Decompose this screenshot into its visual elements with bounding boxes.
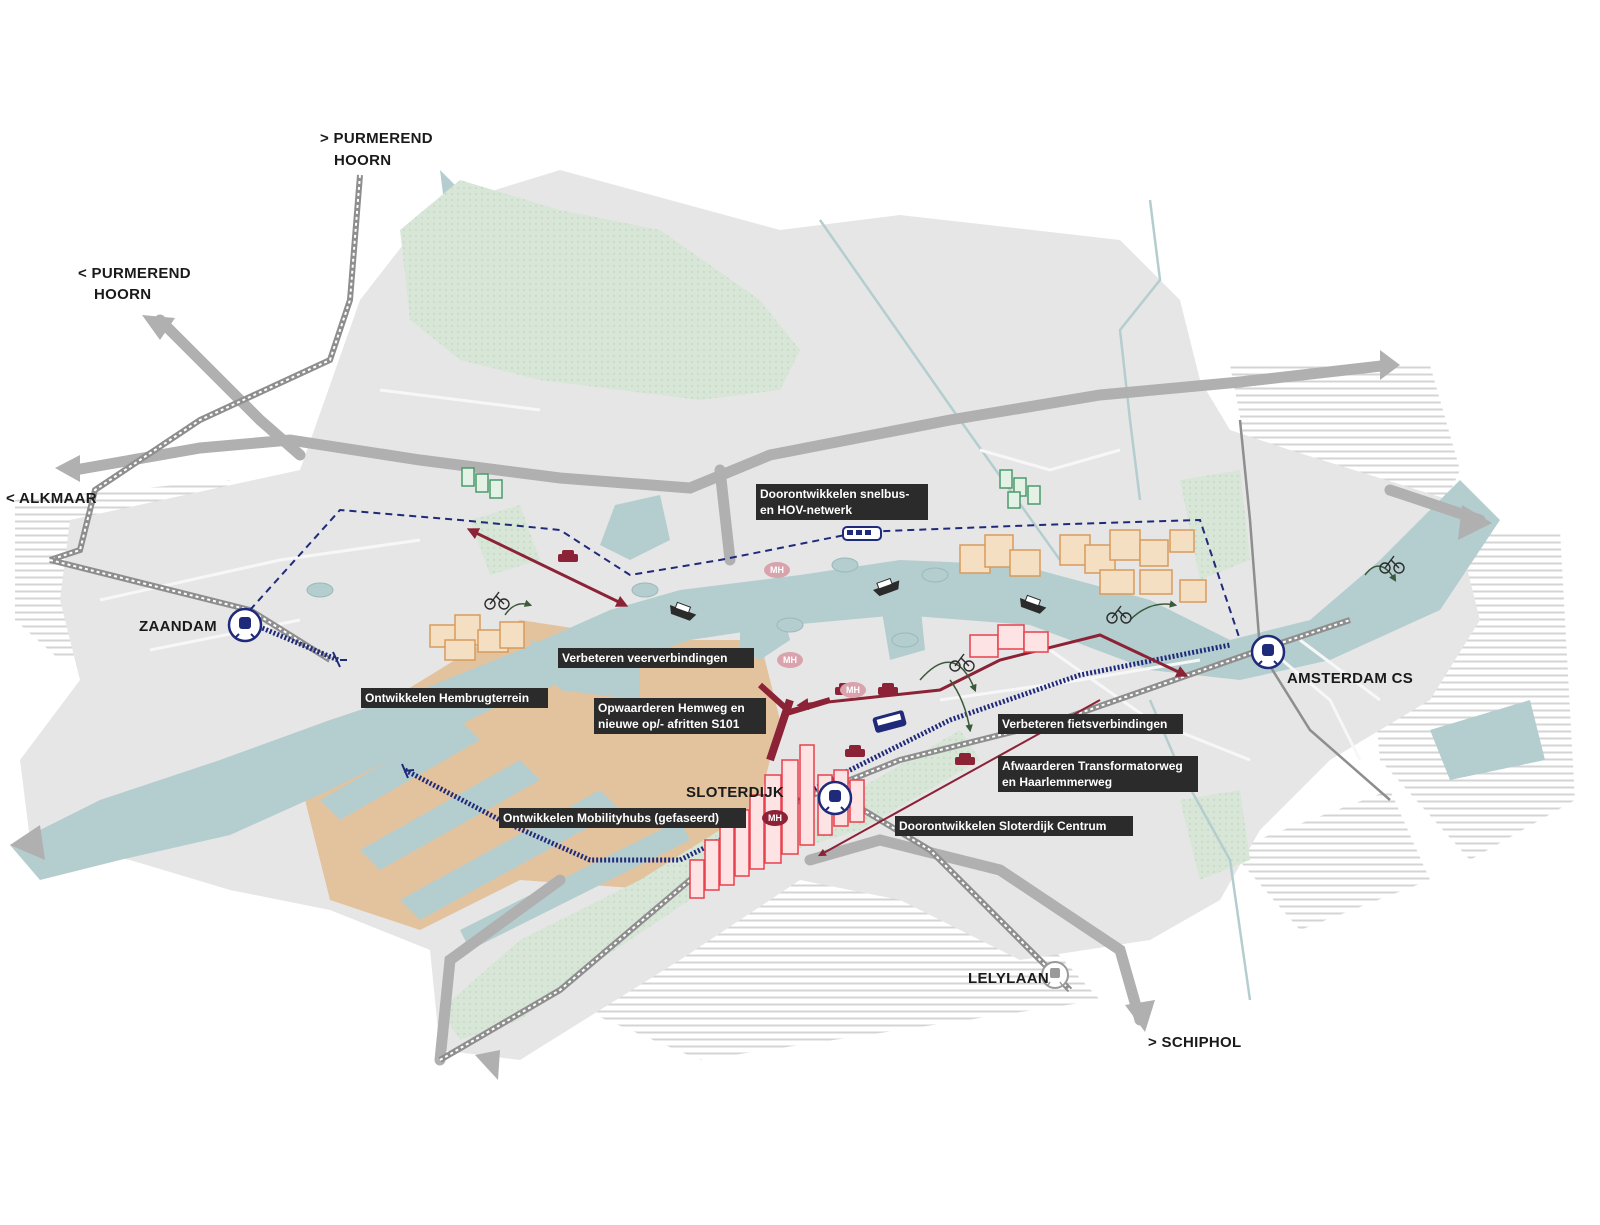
bike-icon: [949, 653, 975, 672]
place-schiphol: > SCHIPHOL: [1148, 1034, 1241, 1051]
svg-text:MH: MH: [846, 685, 860, 695]
svg-text:Verbeteren veerverbindingen: Verbeteren veerverbindingen: [562, 651, 727, 665]
bike-icon: [1379, 555, 1405, 574]
road-arrowheads: [10, 315, 1492, 1080]
bike-icon: [1106, 605, 1132, 624]
green-building-clusters: [461, 467, 1041, 509]
place-purmerend-top: > PURMEREND: [320, 130, 433, 147]
train-station-icon-sloterdijk: [817, 780, 853, 816]
svg-text:Doorontwikkelen Sloterdijk Cen: Doorontwikkelen Sloterdijk Centrum: [899, 819, 1106, 833]
label-hov: Doorontwikkelen snelbus- en HOV-netwerk: [756, 484, 928, 520]
label-veer: Verbeteren veerverbindingen: [558, 648, 754, 668]
car-icon: [558, 550, 578, 562]
label-fiets: Verbeteren fietsverbindingen: [998, 714, 1183, 734]
mobility-hub-marker: MH: [764, 562, 790, 578]
building-block-icon: [429, 614, 525, 661]
building-block-icon: [959, 529, 1207, 603]
place-labels: > PURMEREND HOORN < PURMEREND HOORN < AL…: [6, 130, 1413, 1051]
train-station-icon-zaandam: [227, 607, 263, 643]
place-hoorn-top: HOORN: [334, 152, 391, 169]
ferry-stops: [306, 557, 949, 648]
mobility-hub-marker: MH: [840, 682, 866, 698]
bus-icon: [872, 710, 907, 733]
label-hemweg: Opwaarderen Hemweg en nieuwe op/- afritt…: [594, 698, 766, 734]
label-sloterdijk-centrum: Doorontwikkelen Sloterdijk Centrum: [895, 816, 1133, 836]
place-zaandam: ZAANDAM: [139, 618, 217, 635]
place-lelylaan: LELYLAAN: [968, 970, 1049, 987]
ferry-icon: [1020, 594, 1047, 614]
car-icon: [845, 745, 865, 757]
label-hembrug: Ontwikkelen Hembrugterrein: [361, 688, 548, 708]
svg-text:MH: MH: [783, 655, 797, 665]
place-purmerend-left: < PURMEREND: [78, 265, 191, 282]
svg-text:MH: MH: [770, 565, 784, 575]
svg-text:Doorontwikkelen snelbus-: Doorontwikkelen snelbus-: [760, 487, 909, 501]
car-icon: [878, 683, 898, 695]
highways: [69, 314, 1486, 1066]
svg-text:Opwaarderen Hemweg en: Opwaarderen Hemweg en: [598, 701, 745, 715]
train-station-icon-amsterdam-cs: [1250, 634, 1286, 670]
svg-text:nieuwe op/- afritten S101: nieuwe op/- afritten S101: [598, 717, 740, 731]
mobility-hub-markers: MH MH MH MH: [762, 562, 866, 826]
place-alkmaar: < ALKMAAR: [6, 490, 97, 507]
svg-text:Verbeteren fietsverbindingen: Verbeteren fietsverbindingen: [1002, 717, 1167, 731]
svg-text:en Haarlemmerweg: en Haarlemmerweg: [1002, 775, 1112, 789]
building-block-icon: [999, 469, 1041, 509]
svg-text:en HOV-netwerk: en HOV-netwerk: [760, 503, 852, 517]
development-blocks: [429, 529, 1207, 661]
mobility-hub-marker: MH: [777, 652, 803, 668]
car-icon: [955, 753, 975, 765]
mobility-hub-marker: MH: [762, 810, 788, 826]
train-station-icon-lelylaan: [1041, 961, 1069, 989]
svg-text:Afwaarderen Transformatorweg: Afwaarderen Transformatorweg: [1002, 759, 1183, 773]
tram-icon: [842, 526, 882, 541]
svg-text:Ontwikkelen Hembrugterrein: Ontwikkelen Hembrugterrein: [365, 691, 529, 705]
hov-endpoints: [332, 651, 415, 779]
place-sloterdijk: SLOTERDIJK: [686, 784, 784, 801]
ferry-icon: [873, 577, 900, 597]
place-amsterdam-cs: AMSTERDAM CS: [1287, 670, 1413, 687]
ferry-icon: [670, 601, 697, 621]
label-mobility: Ontwikkelen Mobilityhubs (gefaseerd): [499, 808, 746, 828]
bike-icon: [484, 591, 510, 610]
svg-text:MH: MH: [768, 813, 782, 823]
svg-text:Ontwikkelen Mobilityhubs (gefa: Ontwikkelen Mobilityhubs (gefaseerd): [503, 811, 719, 825]
label-transformator: Afwaarderen Transformatorweg en Haarlemm…: [998, 756, 1198, 792]
building-block-icon: [461, 467, 503, 499]
place-hoorn-left: HOORN: [94, 286, 151, 303]
